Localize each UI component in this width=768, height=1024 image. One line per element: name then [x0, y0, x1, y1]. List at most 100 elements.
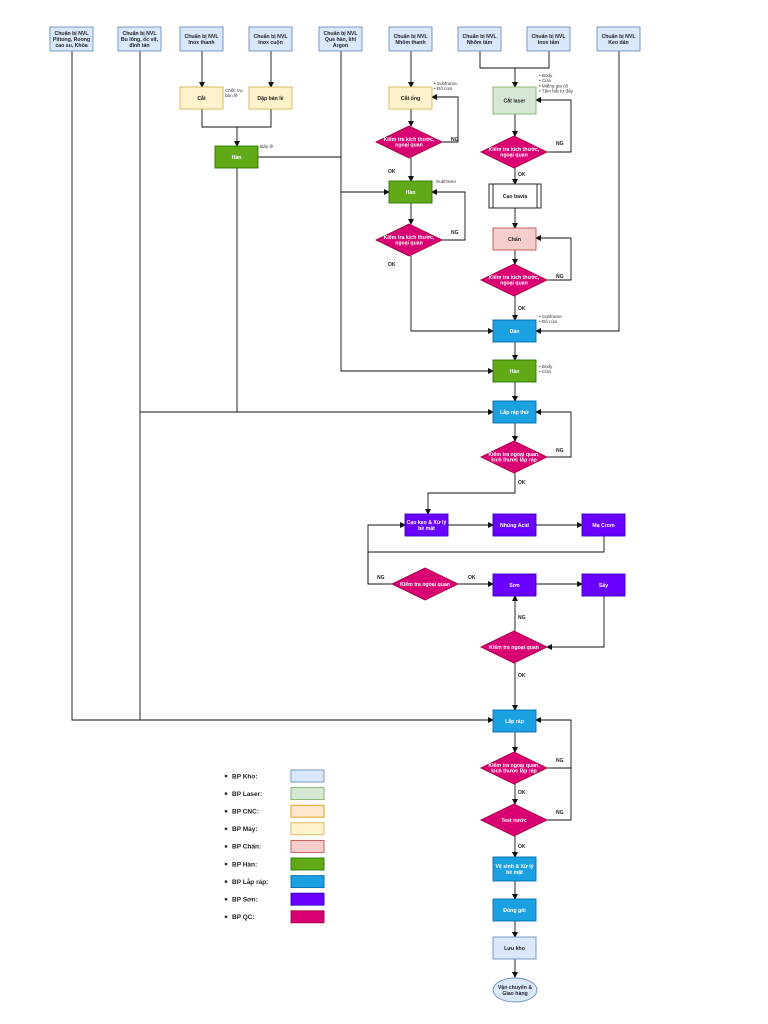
process-box [492, 898, 537, 922]
process-box [492, 936, 537, 960]
process-label: Hàn [406, 190, 416, 196]
decision-label: Test nước [501, 818, 526, 824]
material-label: Nhôm thanh [395, 40, 425, 46]
flow-connector [535, 235, 572, 281]
process-label: bề mặt [506, 870, 523, 876]
material-label: Bu lông, ốc vít, [121, 36, 159, 43]
material-box [388, 26, 433, 52]
qc-decision-diamond [390, 567, 460, 601]
process-label: Cắt [197, 95, 206, 102]
legend-bullet [224, 809, 228, 813]
qc-decision-diamond [374, 223, 444, 257]
ng-label: NG [451, 230, 459, 236]
side-annotation: • Cửa [539, 368, 551, 374]
side-annotation: • Cửa [539, 77, 551, 83]
ng-label: NG [377, 575, 385, 581]
legend-label: BP Laser: [232, 791, 262, 798]
ok-label: OK [388, 262, 396, 268]
process-label: Lắp ráp [505, 718, 524, 725]
process-box [492, 573, 537, 597]
side-annotation: • Subframe [539, 314, 562, 319]
process-box [492, 709, 537, 733]
flow-connector [535, 51, 620, 334]
side-annotation: • Tấm bắt tự đẩy [539, 88, 574, 94]
material-label: Argon [333, 43, 348, 49]
process-box [492, 227, 537, 251]
material-label: đinh tán [129, 43, 149, 49]
flow-connector [535, 409, 572, 458]
flow-connector [431, 94, 459, 143]
qc-decision-diamond [374, 125, 444, 159]
process-label: Đóng gói [503, 908, 526, 914]
flow-connector [425, 473, 516, 515]
material-label: Chuẩn bị NVL [393, 33, 428, 40]
flow-connector [367, 522, 406, 585]
flow-connector [431, 189, 466, 241]
process-box [179, 86, 224, 110]
legend-bullet [224, 897, 228, 901]
legend-label: BP Lắp ráp: [232, 877, 268, 886]
decision-label: Kiểm tra ngoại quan [400, 581, 450, 588]
decision-label: Kiểm tra kích thước, [384, 136, 435, 143]
decision-label: Kiểm tra kích thước, [489, 146, 540, 153]
process-box [581, 573, 626, 597]
terminal-label: Giao hàng [502, 991, 527, 997]
legend-label: BP Kho: [232, 773, 258, 780]
flow-connector [340, 51, 494, 374]
ng-label: NG [556, 448, 564, 454]
ok-label: OK [518, 844, 526, 850]
process-label: Dán [510, 329, 520, 335]
process-box [492, 513, 537, 537]
decision-label: ngoại quan [395, 241, 423, 247]
flow-connector [201, 109, 240, 147]
side-annotation: • Đố cửa [539, 318, 557, 324]
legend-bullet [224, 862, 228, 866]
process-label: Lắp ráp thử [500, 409, 529, 416]
legend-swatch [290, 769, 325, 783]
process-label: Hàn [510, 369, 520, 375]
material-label: Nhôm tấm [467, 39, 493, 46]
material-label: Chuẩn bị NVL [54, 30, 89, 37]
process-label: Sơn [509, 583, 519, 589]
legend-label: BP Chấn: [232, 843, 261, 851]
legend-swatch [290, 839, 325, 853]
qc-decision-diamond [479, 751, 549, 785]
flow-connector [535, 717, 572, 769]
material-box [179, 26, 224, 52]
side-annotation: bản lề [225, 93, 238, 98]
ng-label: NG [556, 758, 564, 764]
flow-connector [546, 596, 605, 650]
qc-decision-diamond [479, 263, 549, 297]
decision-label: Kiểm tra ngoại quan [489, 644, 539, 651]
legend-label: BP Máy: [232, 826, 258, 833]
legend-swatch [290, 892, 325, 906]
qc-decision-diamond [479, 630, 549, 664]
material-box [117, 26, 162, 52]
process-label: Cắt ống [401, 95, 420, 102]
process-label: Nhúng Acid [500, 523, 529, 529]
ng-label: NG [451, 137, 459, 143]
material-box [49, 26, 94, 52]
ng-label: NG [518, 615, 526, 621]
side-annotation: • Body [539, 73, 553, 78]
decision-label: kích thước lắp ráp [491, 457, 537, 464]
process-box [492, 319, 537, 343]
legend-label: BP QC: [232, 914, 255, 921]
process-label: Dập bản lề [257, 96, 283, 102]
legend-swatch [290, 787, 325, 801]
process-box [492, 856, 537, 882]
decision-label: ngoại quan [500, 281, 528, 287]
side-annotation: • Miếng gia cố [539, 83, 568, 88]
material-label: Pittong, Roong [53, 37, 90, 43]
side-annotation: Subframe [436, 179, 456, 184]
terminal-label: Vận chuyển & [498, 984, 533, 991]
legend-bullet [224, 792, 228, 795]
ok-label: OK [518, 673, 526, 679]
material-label: Chuẩn bị NVL [184, 33, 219, 40]
decision-label: Kiểm tra ngoại quan, [488, 762, 540, 769]
ok-label: OK [518, 480, 526, 486]
ng-label: NG [556, 274, 564, 280]
material-box [596, 26, 641, 52]
